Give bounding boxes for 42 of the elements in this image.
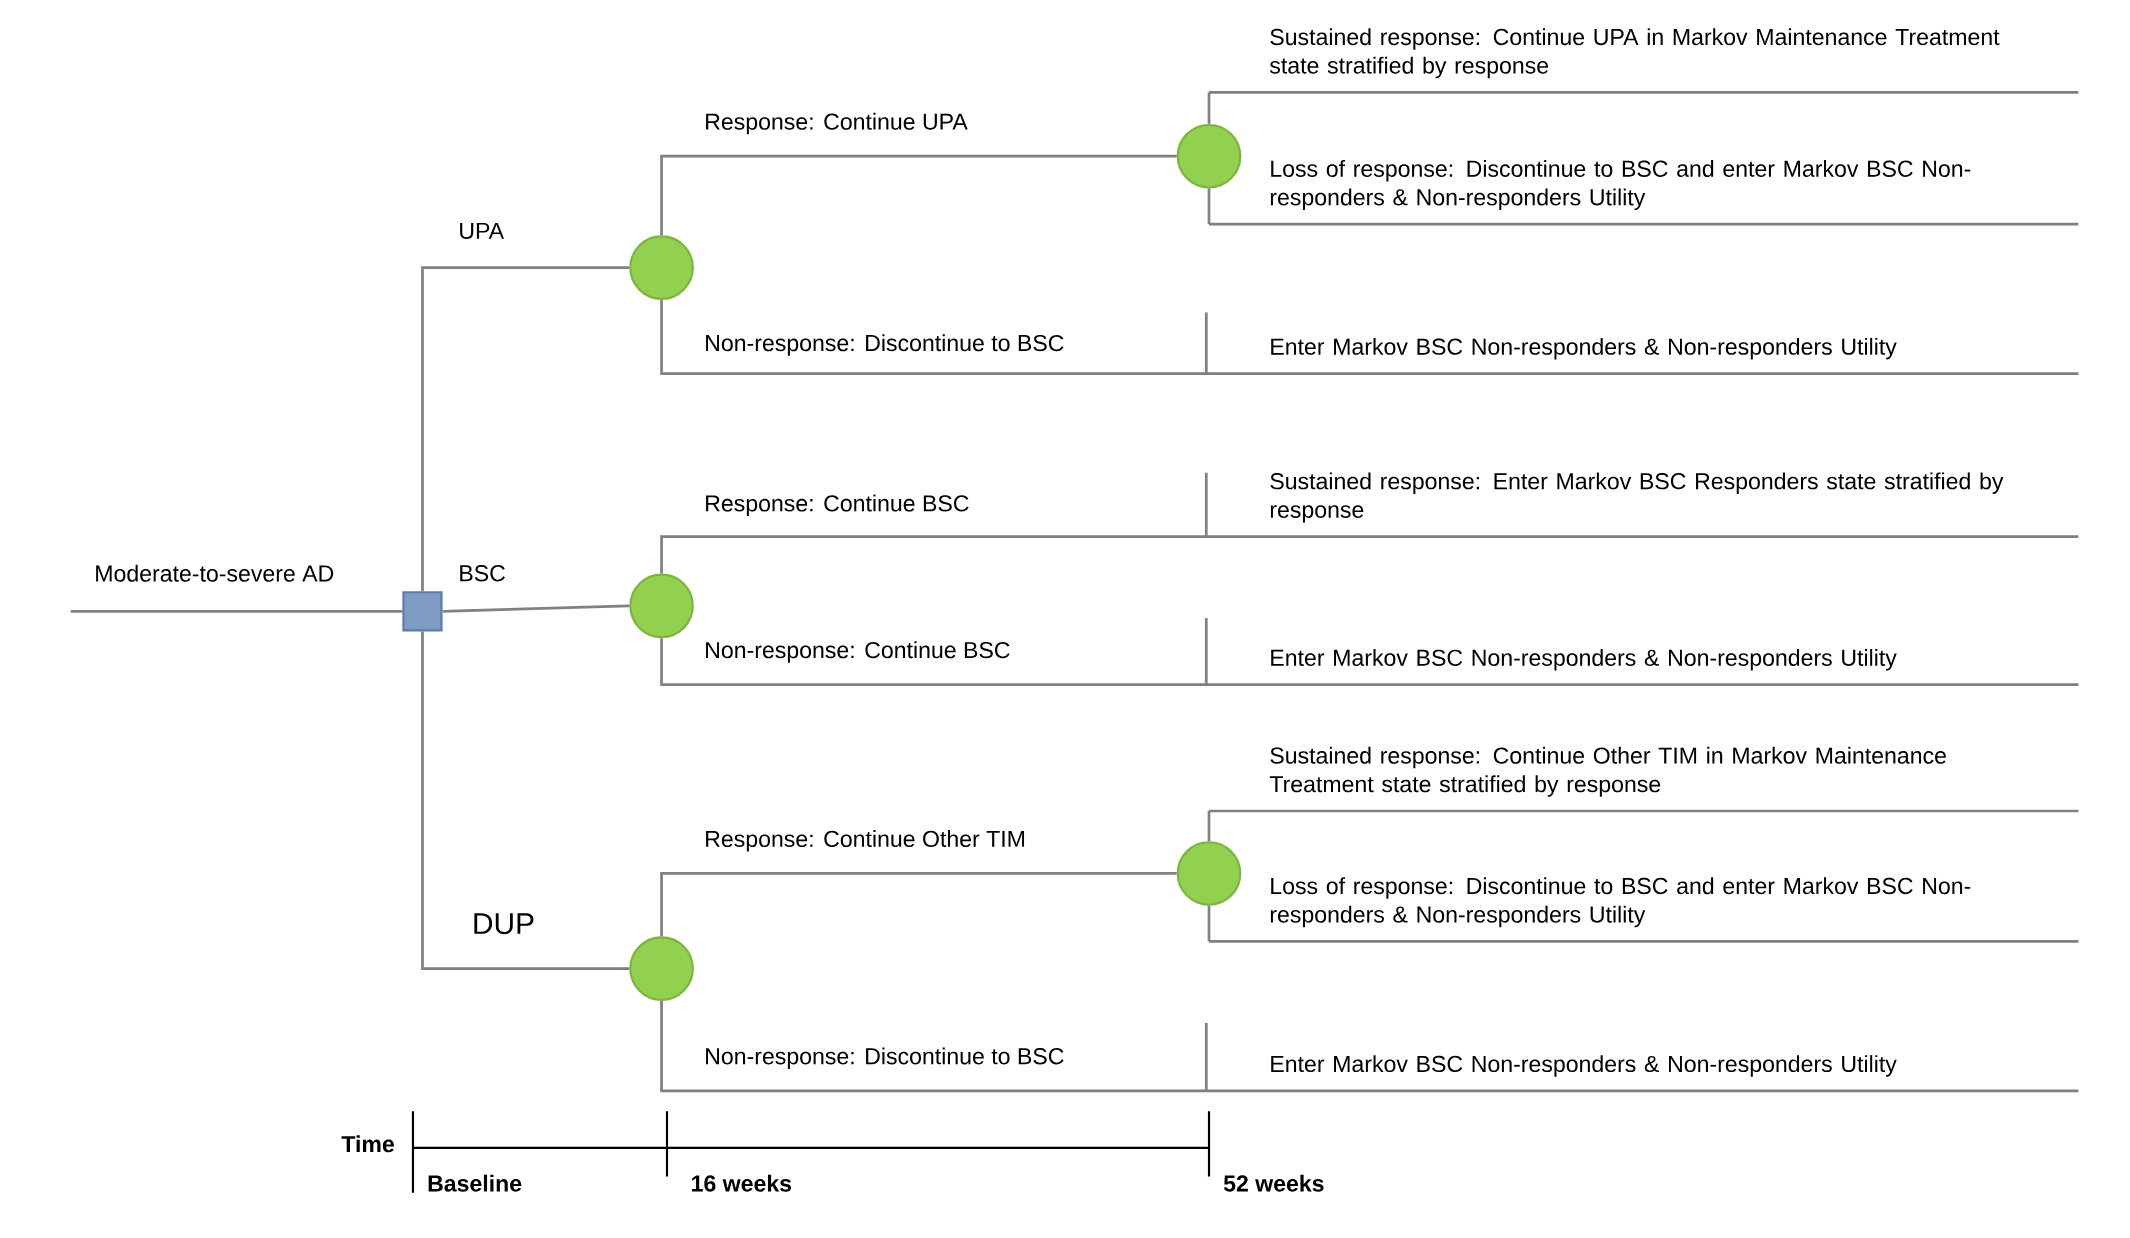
outcome-branch: Sustained response: Enter Markov BSC Responders state stratified by response [1204,472,2079,539]
branch-line [660,1001,1209,1093]
branch-line [421,631,630,971]
outcome-branch: Enter Markov BSC Non-responders & Non-responders Utility [1204,618,2079,687]
edge-label: Response: Continue Other TIM [706,830,1025,852]
edge-label: Non-response: Discontinue to BSC [706,334,1064,356]
decision-square [402,591,443,632]
branch-line [442,604,630,613]
branch-line [1207,906,1211,942]
branch-line [660,872,1177,937]
chance-circle [629,936,694,1002]
outcome-branch: Enter Markov BSC Non-responders & Non-responders Utility [1204,312,2079,376]
branch-line [70,610,403,613]
edge-label: Non-response: Continue BSC [706,641,1010,664]
edge-label: UPA [460,223,505,240]
branch-line [660,300,1209,376]
edge-label: Moderate-to-severe AD [96,565,334,582]
branch-line [1207,811,1211,842]
chance-circle [1176,124,1242,189]
branch-line [660,155,1177,236]
outcome-branch: Sustained response: Continue UPA in Markov Maintenance Treatment state stratified by response [1209,28,2079,94]
edge-label: DUP [474,913,534,935]
edge-label: BSC [460,565,505,582]
time-label: 52 weeks [1223,1174,1324,1192]
outcome-branch: Enter Markov BSC Non-responders & Non-responders Utility [1204,1023,2079,1093]
edge-label: Response: Continue UPA [706,113,968,135]
branch-line [660,535,1209,574]
time-label: Baseline [428,1174,522,1192]
branch-line [660,638,1209,687]
outcome-branch: Sustained response: Continue Other TIM in Markov Maintenance Treatment state stratified by response [1209,747,2079,813]
outcome-branch: Loss of response: Discontinue to BSC and enter Markov BSC Non-responders & Non-responders Utility [1209,160,2079,226]
outcome-branch: Loss of response: Discontinue to BSC and enter Markov BSC Non-responders & Non-responders Utility [1209,877,2079,943]
chance-circle [629,235,694,301]
chance-circle [1176,841,1242,907]
time-label: 16 weeks [692,1174,792,1192]
branch-line [1207,92,1211,125]
edge-label: Non-response: Discontinue to BSC [706,1047,1064,1070]
branch-line [421,266,630,592]
branch-line [1207,188,1211,225]
chance-circle [629,573,694,639]
edge-label: Response: Continue BSC [706,494,969,517]
time-label: Time [341,1135,394,1153]
